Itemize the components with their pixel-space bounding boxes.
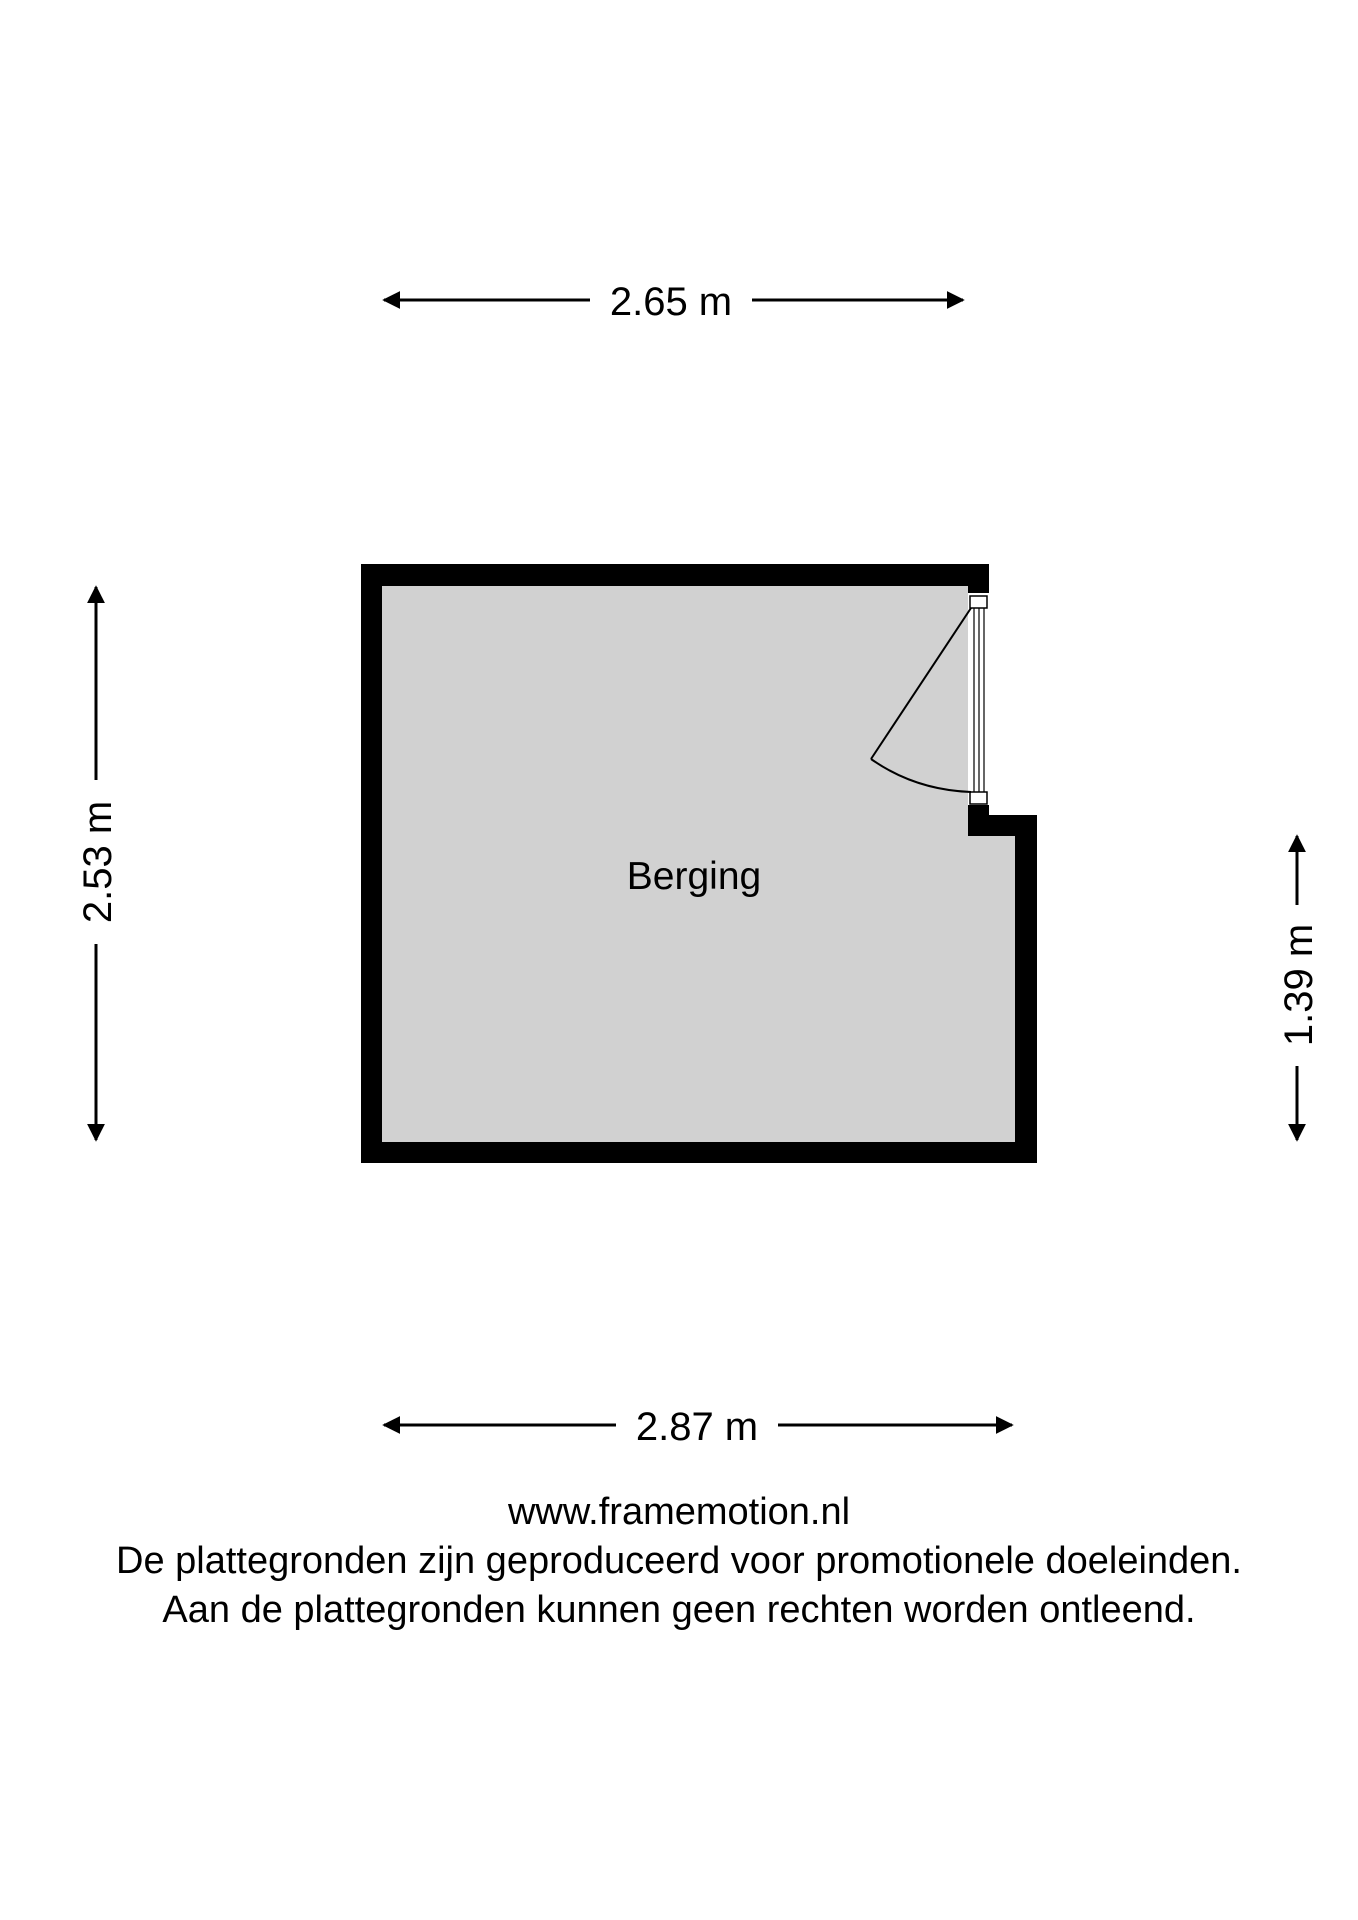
dimension-left: 2.53 m [76,585,120,1142]
dimension-left-label: 2.53 m [76,801,120,923]
footer-website: www.framemotion.nl [507,1491,851,1533]
dimension-top-label: 2.65 m [610,280,732,324]
footer-disclaimer-2: Aan de plattegronden kunnen geen rechten… [162,1589,1196,1631]
room-floor [382,586,1015,1142]
dimension-bottom-label: 2.87 m [636,1405,758,1449]
footer-disclaimer-1: De plattegronden zijn geproduceerd voor … [116,1540,1242,1582]
dimension-right: 1.39 m [1277,834,1321,1142]
door [870,593,989,805]
dimension-top: 2.65 m [382,280,965,324]
dimension-bottom: 2.87 m [382,1405,1014,1449]
room-label: Berging [627,855,761,898]
dimension-right-label: 1.39 m [1277,924,1321,1046]
